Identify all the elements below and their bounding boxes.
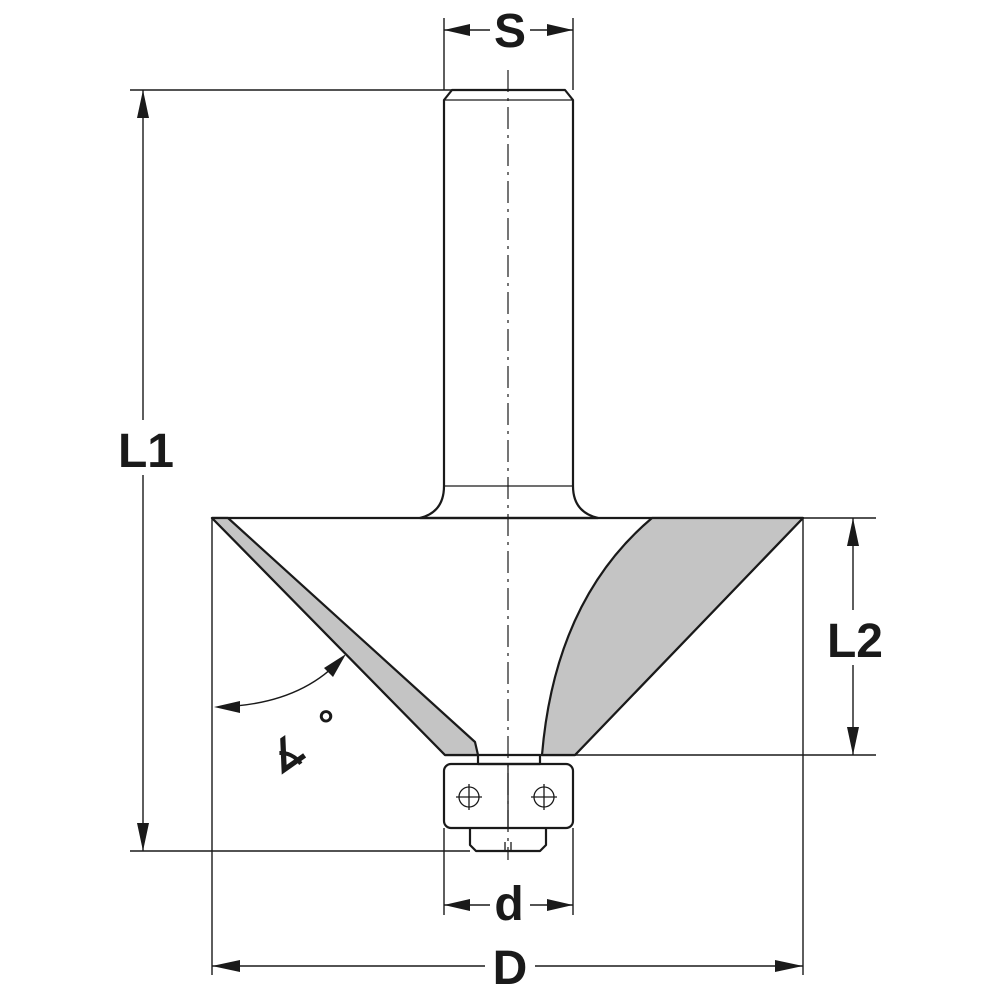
extension-lines [130,18,876,975]
shank [418,88,600,520]
label-d-large: D [493,942,528,995]
label-d-small: d [494,878,523,931]
dimension-s: S [444,5,573,58]
dimension-d-large: D [212,942,803,995]
angle-dimension: ∡ ° [214,654,346,783]
dimension-d-small: d [444,878,573,931]
dimension-l1: L1 [118,90,174,851]
left-cutting-edge [210,516,480,757]
angle-symbol: ∡ [259,726,314,783]
label-l2: L2 [827,615,883,668]
label-l1: L1 [118,425,174,478]
bearing-neck [476,755,542,766]
degree-symbol: ° [318,703,334,747]
right-carbide-blade [540,516,805,757]
dimension-l2: L2 [827,518,883,755]
label-s: S [494,5,526,58]
